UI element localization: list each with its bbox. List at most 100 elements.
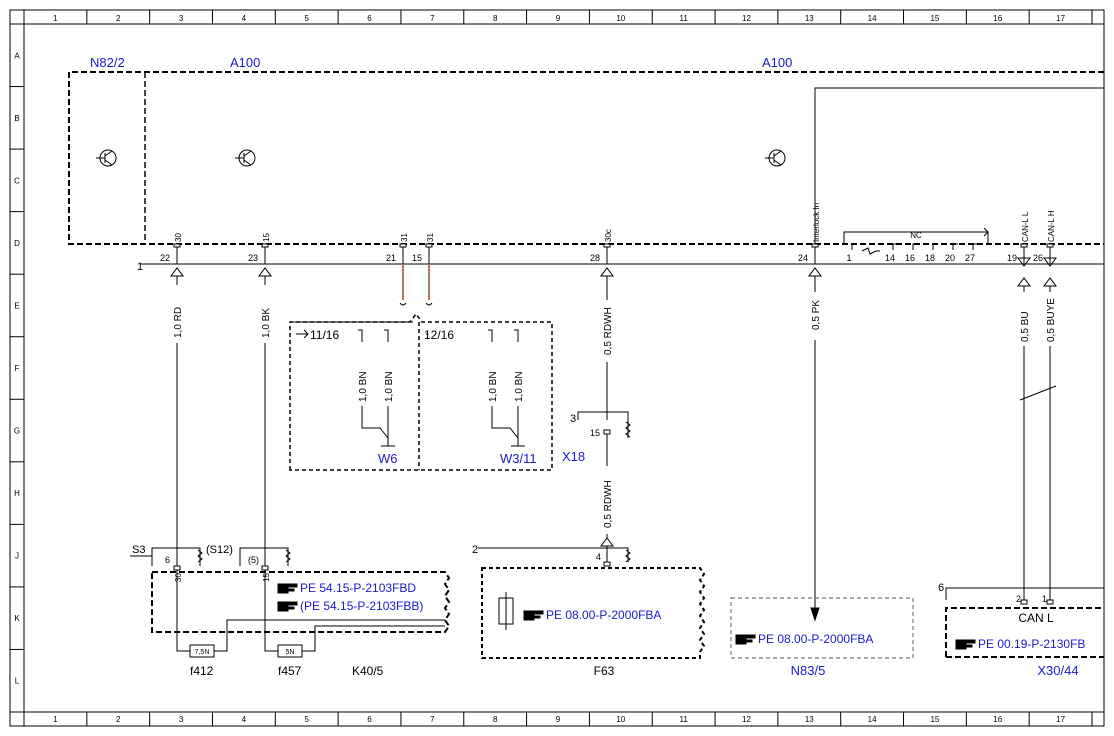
nc-pin-number: 16 — [905, 253, 915, 263]
pin-number: 15 — [412, 253, 422, 263]
f63-pin — [603, 561, 611, 567]
fuse-label-5n: 5N — [286, 649, 295, 656]
pointing-hand-icon — [277, 583, 298, 594]
row-marker: K — [14, 614, 20, 623]
x18-pin — [603, 429, 611, 435]
connector-arrow-icon — [600, 267, 614, 277]
s3-wavy — [197, 549, 203, 563]
pointing-hand-icon — [287, 606, 295, 610]
nc-pin-stub — [972, 243, 978, 250]
pin-number: 22 — [160, 253, 170, 263]
s12-pin-number: (5) — [248, 555, 259, 565]
connector-number: 1 — [137, 261, 143, 273]
column-marker: 4 — [242, 715, 247, 724]
fuse-lead — [214, 632, 228, 652]
nc-pin-number: 20 — [945, 253, 955, 263]
row-marker: F — [15, 364, 20, 373]
pin-number: 19 — [1007, 253, 1017, 263]
f63-wavy — [625, 549, 631, 563]
pin-number: 26 — [1033, 253, 1043, 263]
pin-socket — [1046, 243, 1054, 248]
label-f63: F63 — [594, 664, 615, 678]
nc-pin-stub — [932, 243, 938, 250]
column-marker: 14 — [868, 715, 877, 724]
column-marker: 16 — [993, 715, 1002, 724]
reference-link[interactable]: (PE 54.15-P-2103FBB) — [300, 599, 423, 613]
x30-pin2: 1 — [1042, 594, 1047, 604]
pointing-hand-icon — [277, 583, 289, 594]
label-f457: f457 — [278, 664, 302, 678]
transistor-icon — [104, 159, 113, 166]
pointing-hand-icon — [735, 634, 747, 645]
pin-socket — [173, 243, 181, 248]
reference-link[interactable]: PE 08.00-P-2000FBA — [546, 608, 661, 622]
s12-wavy — [285, 549, 291, 563]
pointing-hand-icon — [287, 601, 298, 606]
pin-number: 24 — [798, 253, 808, 263]
reference-link[interactable]: PE 00.19-P-2130FB — [978, 637, 1085, 651]
column-marker: 15 — [930, 14, 939, 23]
nc-pin-number: 27 — [965, 253, 975, 263]
harness-wire-top — [358, 329, 363, 342]
label-s12: (S12) — [206, 544, 233, 556]
harness-arrow — [303, 329, 309, 339]
column-marker: 1 — [53, 715, 58, 724]
k40-box — [151, 571, 451, 633]
pin-number: 28 — [590, 253, 600, 263]
pin-number: 21 — [386, 253, 396, 263]
connector-arrow-icon — [808, 267, 822, 277]
label-a100-left: A100 — [230, 55, 260, 70]
n83-box — [730, 597, 914, 659]
x30-box — [945, 607, 1104, 657]
transistor-icon — [773, 159, 782, 166]
x30-pin — [1046, 599, 1054, 605]
column-marker: 13 — [805, 715, 814, 724]
nc-pin-number: 1 — [846, 253, 851, 263]
w6-w3-box — [289, 312, 553, 471]
nc-arrow — [983, 227, 989, 233]
row-marker: A — [14, 51, 20, 60]
harness-wire-top — [488, 329, 493, 342]
column-marker: 5 — [304, 715, 309, 724]
column-marker: 15 — [930, 715, 939, 724]
pointing-hand-icon — [735, 634, 756, 645]
label-k40-5: K40/5 — [352, 664, 384, 678]
reference-link[interactable]: PE 08.00-P-2000FBA — [758, 632, 873, 646]
pin-number: 23 — [248, 253, 258, 263]
reference-link[interactable]: PE 54.15-P-2103FBD — [300, 581, 416, 595]
column-marker: 3 — [179, 715, 184, 724]
wire-label-can: 0,5 BUYE — [1046, 298, 1057, 342]
connector-arrow-icon — [170, 267, 184, 277]
nc-pin-stub — [952, 243, 958, 250]
transistor-icon — [243, 150, 252, 157]
pointing-hand-icon — [745, 634, 756, 639]
k40-internal — [314, 625, 445, 632]
column-marker: 16 — [993, 14, 1002, 23]
x30-pin — [1020, 599, 1028, 605]
nc-label: NC — [910, 231, 922, 240]
pin-socket — [425, 243, 433, 248]
column-marker: 4 — [242, 14, 247, 23]
pointing-hand-icon — [277, 601, 298, 612]
pin-signal: 30 — [174, 233, 183, 242]
label-x30-44: X30/44 — [1037, 663, 1078, 678]
arrow-down-icon — [810, 607, 820, 622]
pin-signal: 31 — [400, 233, 409, 242]
nc-pin-number: 14 — [885, 253, 895, 263]
pointing-hand-icon — [965, 639, 976, 644]
column-marker: 7 — [430, 715, 435, 724]
harness-break — [399, 302, 407, 306]
outer-border — [9, 9, 1105, 727]
harness-wire-label: 1,0 BN — [514, 371, 525, 402]
column-marker: 17 — [1056, 715, 1065, 724]
pointing-hand-icon — [955, 639, 967, 650]
x30-bus-label: CAN L — [1018, 611, 1054, 625]
nc-pin-number: 18 — [925, 253, 935, 263]
s3-bracket — [151, 547, 201, 566]
column-marker: 17 — [1056, 14, 1065, 23]
label-x18: X18 — [562, 449, 585, 464]
fuse-lead — [264, 632, 278, 652]
x30-pin1: 2 — [1016, 594, 1021, 604]
column-marker: 1 — [53, 14, 58, 23]
